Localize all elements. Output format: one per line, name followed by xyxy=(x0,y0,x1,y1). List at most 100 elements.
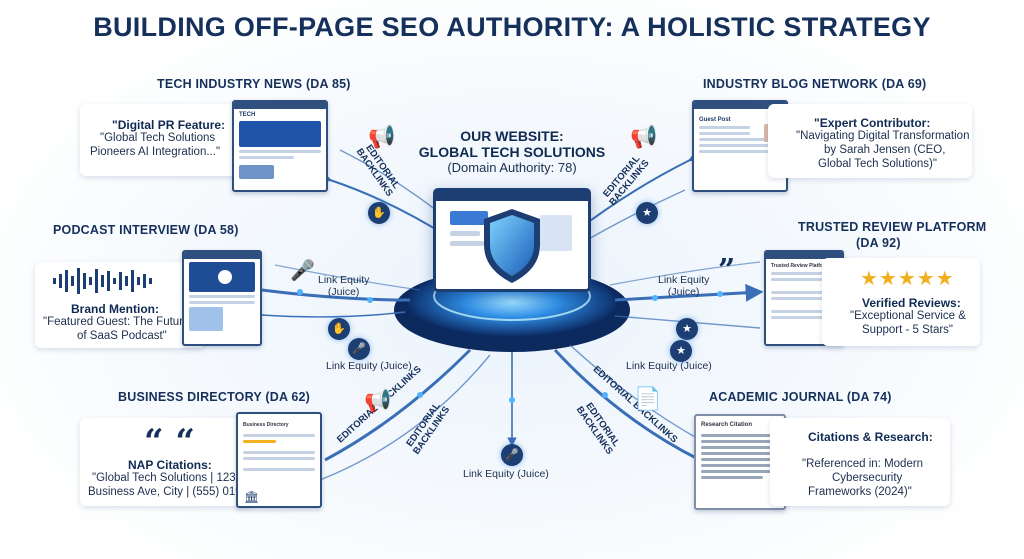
card-journal-head: Citations & Research: xyxy=(808,430,933,444)
node-title-review-da: (DA 92) xyxy=(856,236,901,250)
glow-dot xyxy=(652,295,658,301)
node-title-podcast: PODCAST INTERVIEW (DA 58) xyxy=(53,223,239,237)
card-journal-body1: "Referenced in: Modern xyxy=(802,458,924,470)
center-line3: (Domain Authority: 78) xyxy=(447,160,577,175)
card-review: ★★★★★ Verified Reviews: "Exceptional Ser… xyxy=(822,258,980,346)
link-equity-mid-left: Link Equity (Juice) xyxy=(326,360,412,372)
screenshot-bar xyxy=(694,102,786,109)
card-tech-news-head: "Digital PR Feature: xyxy=(112,118,226,132)
screenshot-line xyxy=(699,138,781,141)
flow-podcast-2 xyxy=(255,310,406,319)
screenshot-line xyxy=(699,126,750,129)
screenshot-hero xyxy=(239,121,321,147)
screenshot-label: Guest Post xyxy=(699,117,731,123)
screenshot-line xyxy=(699,144,781,147)
microphone-icon: 🎤 xyxy=(348,338,370,360)
screenshot-line xyxy=(701,476,763,479)
glow-dot xyxy=(367,297,373,303)
screenshot-block xyxy=(239,190,274,192)
play-icon xyxy=(218,270,232,284)
card-tech-news-body2: Pioneers AI Integration..." xyxy=(90,146,221,158)
center-label: OUR WEBSITE: GLOBAL TECH SOLUTIONS (Doma… xyxy=(412,128,612,176)
screenshot-line xyxy=(243,451,315,454)
glow-dot xyxy=(509,397,515,403)
screenshot-directory: Business Directory 🏛 xyxy=(236,412,322,508)
waveform-icon xyxy=(53,268,152,294)
card-blog-body3: Global Tech Solutions)" xyxy=(818,158,937,170)
flow-journal-2 xyxy=(569,344,701,441)
screenshot-line xyxy=(239,150,321,153)
card-review-body1: "Exceptional Service & xyxy=(850,310,966,322)
card-directory: “ “ NAP Citations: "Global Tech Solution… xyxy=(80,418,255,506)
link-equity-mid-right: Link Equity (Juice) xyxy=(626,360,712,372)
link-equity-line2: (Juice) xyxy=(667,286,700,298)
megaphone-icon: 📢 xyxy=(630,124,658,149)
screenshot-line xyxy=(243,457,315,460)
shield-icon xyxy=(450,209,572,283)
screenshot-line xyxy=(701,452,779,455)
screenshot-bar xyxy=(234,102,326,109)
screenshot-line xyxy=(701,434,779,437)
microphone-icon: 🎤 xyxy=(290,260,315,282)
quote-icon: ” xyxy=(718,253,736,288)
node-title-review: TRUSTED REVIEW PLATFORM xyxy=(798,220,987,234)
screenshot-line xyxy=(771,310,837,313)
card-directory-body1: "Global Tech Solutions | 123 xyxy=(92,472,236,484)
star-icon: ★ xyxy=(676,318,698,340)
screenshot-line xyxy=(239,156,295,159)
card-podcast-body1: "Featured Guest: The Future xyxy=(43,316,190,328)
card-blog-body2: by Sarah Jensen (CEO, xyxy=(824,144,946,156)
card-blog: "Expert Contributor: "Navigating Digital… xyxy=(768,104,972,178)
glow-dot xyxy=(417,392,423,398)
card-tech-news: "Digital PR Feature: "Global Tech Soluti… xyxy=(80,104,255,176)
screenshot-label: Trusted Review Platform xyxy=(771,263,830,269)
screenshot-line xyxy=(243,434,315,437)
screenshot-label: Business Directory xyxy=(243,422,289,428)
screenshot-line xyxy=(771,272,837,275)
screenshot-label: TECH xyxy=(239,112,256,118)
glow-dot xyxy=(602,392,608,398)
link-equity-left: Link Equity (Juice) xyxy=(318,274,369,298)
card-podcast-body2: of SaaS Podcast" xyxy=(77,330,167,342)
link-equity-right: Link Equity (Juice) xyxy=(658,274,709,298)
link-equity-line2: (Juice) xyxy=(327,286,360,298)
center-line1: OUR WEBSITE: xyxy=(460,128,564,144)
star-icon: ★ xyxy=(636,202,658,224)
flow-journal xyxy=(553,348,701,462)
flow-podcast xyxy=(261,288,411,302)
flow-review-3 xyxy=(609,261,761,286)
card-directory-head: NAP Citations: xyxy=(128,458,212,472)
hub-browser-bar xyxy=(436,191,588,201)
node-title-journal: ACADEMIC JOURNAL (DA 74) xyxy=(709,390,892,404)
screenshot-block xyxy=(239,165,274,179)
card-journal: Citations & Research: "Referenced in: Mo… xyxy=(770,418,950,506)
microphone-icon: 🎤 xyxy=(501,444,523,466)
node-title-tech-news: TECH INDUSTRY NEWS (DA 85) xyxy=(157,77,351,91)
link-equity-line1: Link Equity xyxy=(658,274,710,286)
screenshot-tech-news: TECH xyxy=(232,100,328,192)
screenshot-line xyxy=(701,470,779,473)
card-review-body2: Support - 5 Stars" xyxy=(862,324,954,336)
megaphone-icon: 📢 xyxy=(368,124,396,149)
card-podcast-head: Brand Mention: xyxy=(71,302,159,316)
card-blog-head: "Expert Contributor: xyxy=(814,116,931,130)
hub-browser-window xyxy=(433,188,591,292)
center-line2: GLOBAL TECH SOLUTIONS xyxy=(418,144,606,160)
quote-icon: “ “ xyxy=(144,422,195,462)
card-directory-body2: Business Ave, City | (555) 0199" xyxy=(88,486,253,498)
screenshot-bar xyxy=(766,252,842,259)
screenshot-label: Research Citation xyxy=(701,422,753,428)
card-journal-body2: Cybersecurity xyxy=(832,472,903,484)
page-title: BUILDING OFF-PAGE SEO AUTHORITY: A HOLIS… xyxy=(93,12,931,42)
card-review-head: Verified Reviews: xyxy=(862,296,961,310)
flow-review xyxy=(614,283,764,302)
node-title-blog: INDUSTRY BLOG NETWORK (DA 69) xyxy=(703,77,927,91)
handshake-icon: ✋ xyxy=(368,202,390,224)
screenshot-bar xyxy=(184,252,260,259)
screenshot-line xyxy=(771,316,837,319)
screenshot-line xyxy=(771,291,837,294)
flow-directory-2 xyxy=(319,354,491,481)
screenshot-line xyxy=(701,458,779,461)
screenshot-image xyxy=(189,307,223,331)
